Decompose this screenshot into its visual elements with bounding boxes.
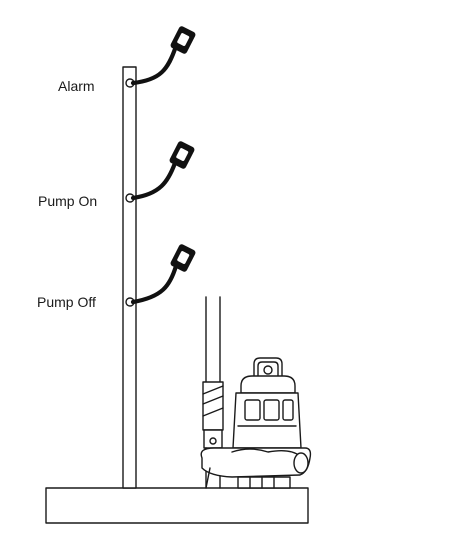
label-pump-off: Pump Off	[37, 294, 96, 310]
base-slab	[45, 487, 309, 524]
mounting-pole	[122, 66, 137, 489]
pump-motor-housing	[232, 357, 302, 449]
pump-volute	[200, 447, 312, 489]
float-switch-alarm	[125, 26, 196, 88]
float-switch-pump-off	[125, 244, 196, 307]
label-pump-on: Pump On	[38, 193, 97, 209]
submersible-pump	[200, 296, 312, 489]
label-alarm: Alarm	[58, 78, 95, 94]
float-switch-pump-on	[125, 141, 195, 203]
